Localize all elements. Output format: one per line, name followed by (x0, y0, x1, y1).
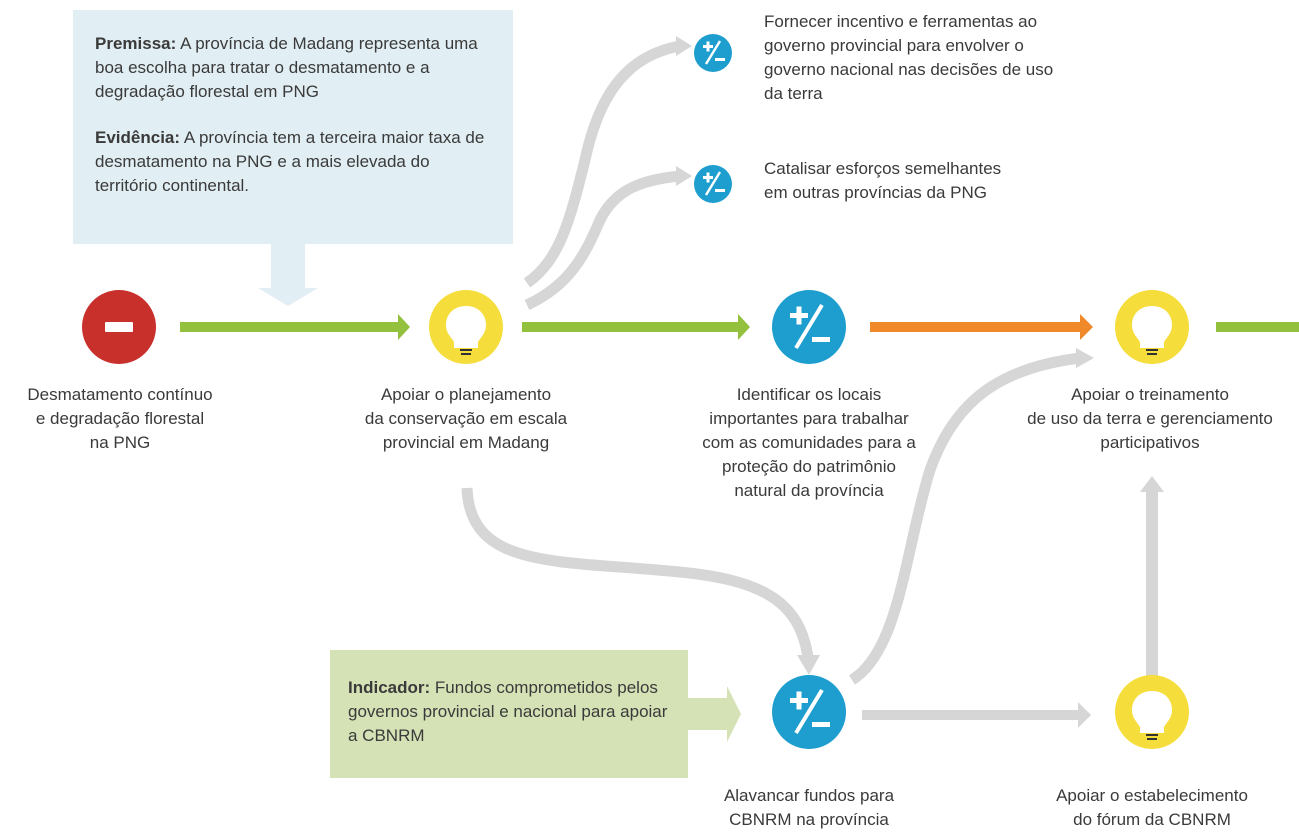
arrow-threat-to-planning (180, 314, 410, 340)
strategy-node-incentive[interactable] (694, 34, 732, 72)
label-line: Desmatamento contínuo (27, 385, 213, 404)
minus-icon (105, 322, 133, 332)
strategy-node-identify[interactable] (772, 290, 846, 364)
lightbulb-icon (1132, 306, 1172, 355)
label-line: de uso da terra e gerenciamento (1027, 409, 1273, 428)
label-line: provincial em Madang (382, 433, 550, 452)
label-line: da conservação em escala (364, 409, 568, 428)
outcome-node-planning[interactable] (429, 290, 503, 364)
plus-minus-icon (703, 171, 725, 196)
premise-pointer-arrow (258, 244, 318, 306)
outcome-node-training[interactable] (1115, 290, 1189, 364)
label-line: e degradação florestal (35, 409, 205, 428)
training-label: Apoiar o treinamento de uso da terra e g… (1002, 383, 1298, 455)
label-line: Apoiar o planejamento (380, 385, 552, 404)
label-line: governo nacional nas decisões de uso (764, 60, 1054, 79)
arrow-planning-to-identify (522, 314, 750, 340)
plus-minus-icon (790, 688, 830, 735)
arrow-planning-to-catalyse (524, 166, 692, 310)
label-line: com as comunidades para a (702, 433, 916, 452)
arrow-training-continues (1216, 322, 1299, 332)
label-line: Fornecer incentivo e ferramentas ao (764, 12, 1038, 31)
label-line: Apoiar o treinamento (1071, 385, 1229, 404)
premise-label: Premissa: (95, 34, 177, 53)
label-line: na PNG (89, 433, 151, 452)
catalyse-label: Catalisar esforços semelhantes em outras… (764, 157, 1064, 205)
incentive-label: Fornecer incentivo e ferramentas ao gove… (764, 10, 1124, 106)
arrow-planning-to-funds (461, 487, 820, 675)
premise-text: A província de Madang representa uma boa… (95, 34, 478, 101)
arrow-planning-to-incentive (523, 36, 692, 288)
plus-minus-icon (790, 303, 830, 350)
identify-label: Identificar os locais importantes para t… (664, 383, 954, 503)
evidence-text: A província tem a terceira maior taxa de… (95, 128, 485, 195)
funds-label: Alavancar fundos para CBNRM na província (684, 784, 934, 832)
premise-paragraph: Premissa: A província de Madang represen… (95, 32, 491, 104)
planning-label: Apoiar o planejamento da conservação em … (336, 383, 596, 455)
outcome-node-forum[interactable] (1115, 675, 1189, 749)
arrow-identify-to-training (870, 314, 1093, 340)
label-line: em outras províncias da PNG (764, 183, 987, 202)
indicator-label: Indicador: (348, 678, 431, 697)
label-line: da terra (764, 84, 823, 103)
arrow-funds-to-training (848, 348, 1094, 685)
label-line: governo provincial para envolver o (764, 36, 1024, 55)
lightbulb-icon (1132, 691, 1172, 740)
indicator-box: Indicador: Fundos comprometidos pelos go… (330, 650, 688, 778)
evidence-paragraph: Evidência: A província tem a terceira ma… (95, 126, 491, 198)
label-line: do fórum da CBNRM (1073, 810, 1231, 829)
label-line: participativos (1100, 433, 1200, 452)
arrow-forum-to-training (1140, 476, 1164, 688)
indicator-paragraph: Indicador: Fundos comprometidos pelos go… (348, 676, 676, 748)
label-line: natural da província (734, 481, 884, 500)
indicator-pointer-arrow (688, 686, 741, 742)
indicator-text: Fundos comprometidos pelos governos prov… (348, 678, 668, 745)
label-line: Apoiar o estabelecimento (1056, 786, 1248, 805)
plus-minus-icon (703, 40, 725, 65)
label-line: Catalisar esforços semelhantes (764, 159, 1002, 178)
threat-node[interactable] (82, 290, 156, 364)
label-line: CBNRM na província (729, 810, 889, 829)
threat-label: Desmatamento contínuo e degradação flore… (0, 383, 240, 455)
lightbulb-icon (446, 306, 486, 355)
forum-label: Apoiar o estabelecimento do fórum da CBN… (1022, 784, 1282, 832)
strategy-node-funds[interactable] (772, 675, 846, 749)
evidence-label: Evidência: (95, 128, 181, 147)
label-line: Identificar os locais (736, 385, 882, 404)
label-line: importantes para trabalhar (709, 409, 909, 428)
strategy-node-catalyse[interactable] (694, 165, 732, 203)
premise-evidence-box: Premissa: A província de Madang represen… (73, 10, 513, 244)
arrow-funds-to-forum (862, 702, 1091, 728)
label-line: Alavancar fundos para (723, 786, 895, 805)
label-line: proteção do patrimônio (722, 457, 896, 476)
